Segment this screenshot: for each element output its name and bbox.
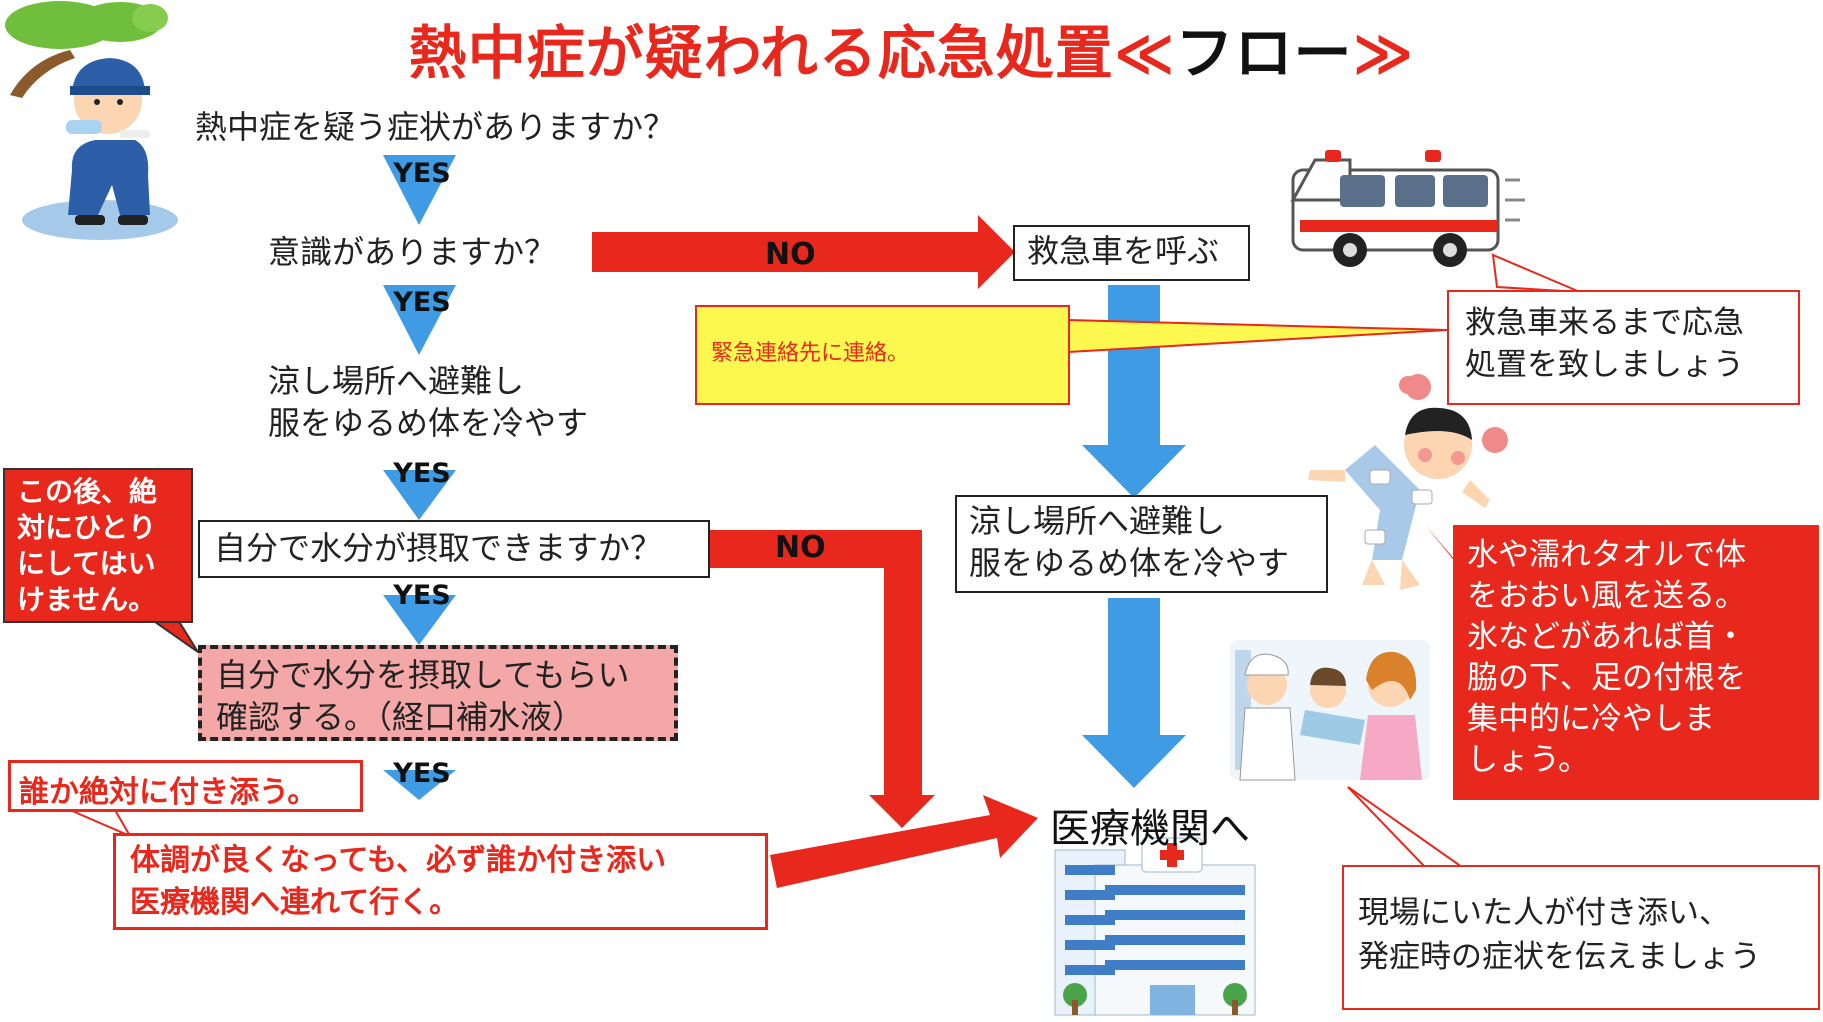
call-ambulance-box: 救急車を呼ぶ	[1013, 225, 1250, 281]
no-label-1: NO	[765, 237, 816, 272]
right-step-cool-down: 涼し場所へ避難し服をゆるめ体を冷やす	[955, 495, 1328, 593]
page-title: 熱中症が疑われる応急処置≪フロー≫	[0, 6, 1823, 90]
callout-never-alone: この後、絶対にひとりにしてはいけません。	[3, 468, 193, 623]
yes-label-5: YES	[393, 758, 451, 789]
right-down-arrow-2	[1082, 598, 1186, 788]
title-bracket-open: ≪	[1113, 19, 1176, 87]
hospital-label: 医療機関へ	[1050, 806, 1250, 852]
step-hydrate: 自分で水分を摂取してもらい確認する。（経口補水液）	[198, 645, 678, 741]
step-cool-down: 涼し場所へ避難し服をゆるめ体を冷やす	[268, 362, 589, 442]
no-arrow-ambulance	[592, 215, 1015, 289]
yes-label-4: YES	[393, 580, 451, 611]
question-conscious: 意識がありますか？	[268, 233, 557, 271]
yes-label-2: YES	[393, 287, 451, 318]
callout-emergency-contact: 緊急連絡先に連絡。	[695, 305, 1070, 405]
step-go-hospital: 体調が良くなっても、必ず誰か付き添い医療機関へ連れて行く。	[113, 833, 768, 930]
down-arrow-5	[383, 770, 456, 800]
title-flow: フロー	[1175, 19, 1353, 87]
callout-inform: 現場にいた人が付き添い、発症時の症状を伝えましょう	[1342, 865, 1820, 1010]
callout-cooling: 水や濡れタオルで体をおおい風を送る。氷などがあれば首・脇の下、足の付根を集中的に…	[1453, 525, 1819, 800]
yes-label-1: YES	[393, 158, 451, 189]
down-arrow-3	[383, 470, 456, 520]
no-label-2: NO	[775, 530, 826, 565]
question-drink-water: 自分で水分が摂取できますか？	[198, 520, 710, 578]
callout-first-aid: 救急車来るまで応急処置を致しましょう	[1447, 290, 1800, 405]
arrow-to-hospital	[770, 795, 1038, 888]
sweating-worker-icon	[22, 58, 178, 240]
down-arrow-1	[383, 155, 456, 225]
nurse-patient-icon	[1230, 640, 1430, 781]
title-main: 熱中症が疑われる応急処置	[408, 19, 1114, 87]
ambulance-icon	[1290, 150, 1525, 267]
title-bracket-close: ≫	[1352, 19, 1415, 87]
hospital-building-icon	[1054, 837, 1256, 1016]
question-symptoms: 熱中症を疑う症状がありますか？	[195, 108, 676, 146]
yes-label-3: YES	[393, 458, 451, 489]
down-arrow-4	[383, 595, 456, 645]
callout-accompany: 誰か絶対に付き添う。	[8, 760, 363, 812]
right-down-arrow-1	[1082, 285, 1186, 498]
down-arrow-2	[383, 285, 456, 355]
tree-branch-icon	[5, 1, 168, 98]
overheated-child-icon	[1308, 374, 1508, 590]
first-aid-callout-pointer	[1491, 253, 1581, 293]
inform-callout-pointer	[1347, 786, 1466, 868]
no-arrow-hospital	[710, 530, 935, 828]
